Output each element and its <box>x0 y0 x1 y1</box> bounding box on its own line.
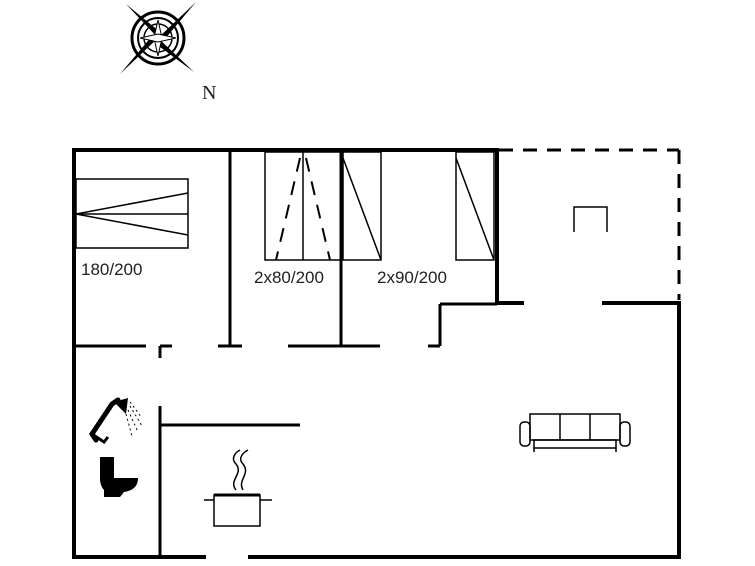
sofa-icon <box>519 413 631 452</box>
terrace-outline <box>499 148 681 300</box>
twin-beds-90-icon <box>342 151 495 261</box>
twin-beds-80-label: 2x80/200 <box>254 268 324 287</box>
double-bed-icon <box>75 178 189 249</box>
double-bed-label: 180/200 <box>81 260 142 279</box>
shower-icon <box>88 397 143 445</box>
fireplace-icon <box>573 206 608 232</box>
toilet-icon <box>100 457 138 497</box>
north-label: N <box>202 82 216 104</box>
cooking-pot-icon <box>204 449 272 527</box>
interior-walls <box>76 152 497 556</box>
compass-rose-icon <box>120 2 196 74</box>
exterior-walls <box>72 148 681 559</box>
twin-beds-90-label: 2x90/200 <box>377 268 447 287</box>
twin-beds-80-icon <box>264 151 342 261</box>
